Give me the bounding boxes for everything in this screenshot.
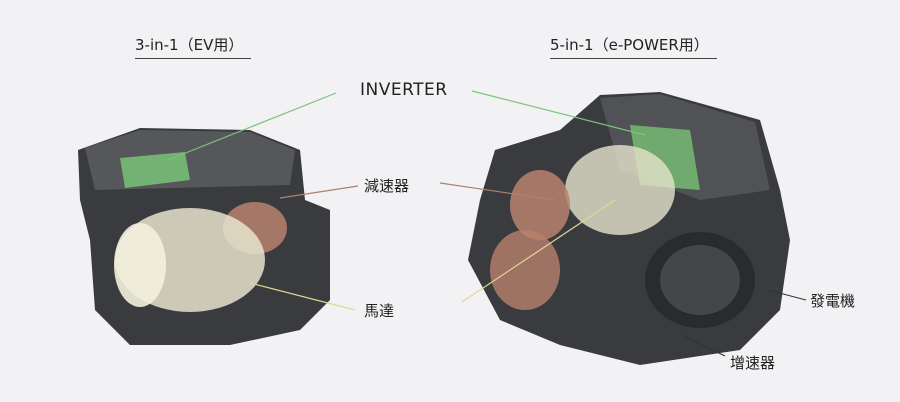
reducer-leader-left (279, 185, 359, 199)
motor-leader-right (461, 199, 616, 303)
three-in-one-unit (78, 128, 330, 345)
inverter-highlight-left (120, 152, 190, 188)
title-3-in-1: 3-in-1（EV用） (135, 34, 252, 59)
inverter-leader-left (167, 92, 337, 161)
reducer-leader-right (439, 182, 556, 201)
label-reducer: 減速器 (364, 177, 410, 195)
speed-increaser-leader (681, 334, 726, 357)
five-in-one-unit (468, 92, 790, 365)
title-5-in-1: 5-in-1（e-POWER用） (550, 34, 717, 59)
label-generator: 發電機 (810, 292, 856, 310)
label-motor: 馬達 (364, 302, 395, 320)
label-inverter: INVERTER (360, 80, 448, 100)
motor-leader-left (249, 282, 356, 311)
reducer-gear-right (510, 170, 570, 240)
label-speed-increaser: 增速器 (730, 354, 776, 372)
motor-right (565, 145, 675, 235)
generator-leader (767, 289, 807, 301)
inverter-leader-right (471, 90, 646, 136)
